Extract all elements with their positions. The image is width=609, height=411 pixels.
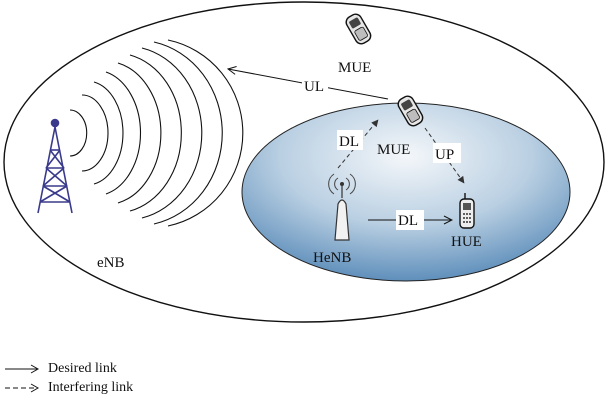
ul-label: UL bbox=[304, 79, 324, 95]
cellphone-icon bbox=[459, 193, 475, 229]
femtocell-area bbox=[241, 102, 571, 282]
radio-wave-icon bbox=[69, 39, 244, 227]
phone-icon bbox=[397, 95, 424, 127]
dl-desired-label: DL bbox=[398, 213, 418, 229]
up-label: UP bbox=[435, 147, 454, 163]
legend-desired-label: Desired link bbox=[48, 360, 117, 376]
base-station-icon bbox=[328, 173, 356, 241]
henb-label: HeNB bbox=[313, 250, 351, 266]
legend-interfering-label: Interfering link bbox=[48, 379, 134, 395]
mue-top-label: MUE bbox=[338, 60, 371, 76]
solid-arrow-icon bbox=[5, 364, 40, 373]
enb-label: eNB bbox=[97, 255, 125, 271]
legend-item-interfering: Interfering link bbox=[4, 378, 133, 397]
up-interfering-arrow bbox=[424, 127, 465, 184]
legend-item-desired: Desired link bbox=[4, 359, 133, 378]
legend: Desired link Interfering link bbox=[4, 359, 133, 397]
dashed-arrow-icon bbox=[5, 383, 40, 392]
dl-interfering-label: DL bbox=[339, 134, 359, 150]
tower-icon bbox=[37, 118, 73, 214]
mue-inner-label: MUE bbox=[377, 142, 410, 158]
phone-icon bbox=[345, 13, 372, 45]
hue-label: HUE bbox=[451, 234, 482, 250]
